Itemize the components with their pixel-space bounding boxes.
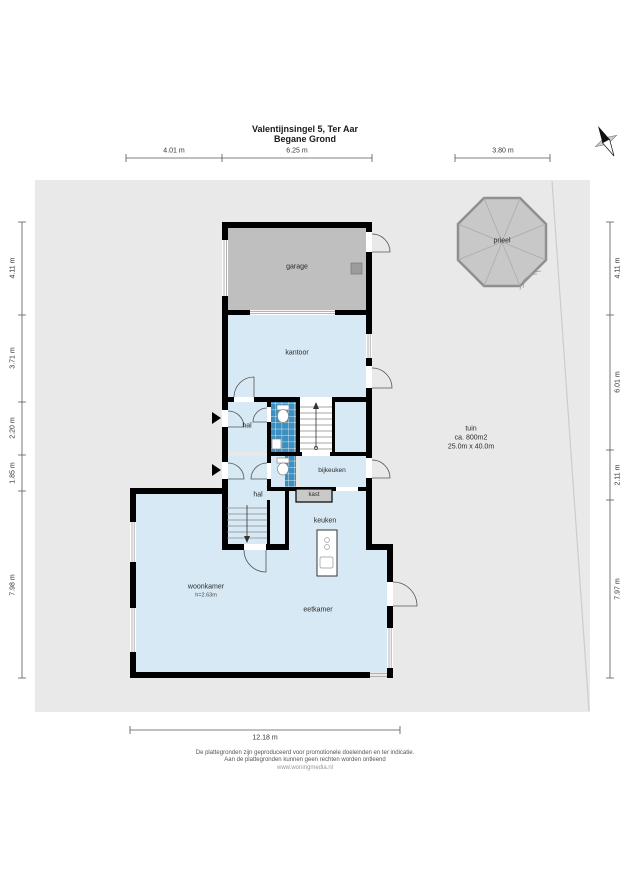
- garden-label-name: tuin: [465, 425, 477, 433]
- room-label-prieel: prieel: [493, 237, 511, 245]
- dimension-label-right-1: 4.11 m: [614, 257, 622, 279]
- room-garage-fill: [227, 228, 366, 310]
- dimension-label-top-1: 4.01 m: [163, 147, 185, 155]
- boiler-icon: [350, 262, 363, 275]
- dimension-label-left-2: 3.71 m: [9, 347, 17, 369]
- room-woonkamer-fill: [136, 494, 287, 672]
- plan-subtitle: Begane Grond: [273, 134, 337, 144]
- room-label-eetkamer: eetkamer: [303, 606, 333, 614]
- disclaimer-line-1: De plattegronden zijn geproduceerd voor …: [195, 750, 415, 756]
- sink-icon: [271, 438, 282, 450]
- room-label-bijkeuken: bijkeuken: [318, 466, 346, 474]
- room-label-kantoor: kantoor: [285, 349, 309, 357]
- garden-label-size: 25.0m x 40.0m: [447, 443, 495, 451]
- room-label-woonkamer: woonkamer: [187, 583, 225, 591]
- dimension-label-left-1: 4.11 m: [9, 257, 17, 279]
- entrance-arrow-icon: [212, 464, 221, 476]
- dimension-label-right-4: 7.97 m: [614, 578, 622, 600]
- room-bijkeuken-fill: [300, 456, 366, 487]
- garden-label-area: ca. 800m2: [454, 434, 488, 442]
- room-label-garage: garage: [286, 263, 308, 271]
- dimension-lines: [18, 154, 614, 734]
- dimension-label-bottom-1: 12.18 m: [252, 734, 278, 742]
- dimension-label-left-5: 7.98 m: [9, 574, 17, 596]
- prieel-gazebo: [456, 196, 548, 291]
- windows: [131, 240, 392, 677]
- website-link: www.woningmedia.nl: [276, 765, 334, 771]
- room-passage-fill: [335, 402, 366, 452]
- wall-openings: [130, 232, 393, 668]
- stairs-lower: [227, 505, 267, 543]
- toilet-icon: [276, 457, 290, 476]
- dimension-label-top-2: 6.25 m: [286, 147, 308, 155]
- dimension-label-left-4: 1.85 m: [9, 462, 17, 484]
- doors: [212, 233, 418, 607]
- compass-icon: [594, 125, 618, 157]
- stairs-upper: [300, 402, 332, 450]
- room-label-hal-upper: hal: [242, 422, 252, 430]
- dimension-label-top-3: 3.80 m: [492, 147, 514, 155]
- closet-kast: [295, 488, 333, 503]
- room-label-woonkamer-height: h=2.63m: [195, 592, 217, 599]
- dimension-label-right-3: 2.11 m: [614, 464, 622, 486]
- fixtures: [271, 262, 363, 577]
- plan-title: Valentijnsingel 5, Ter Aar: [251, 124, 359, 134]
- entrance-arrow-icon: [212, 412, 221, 424]
- kitchen-island: [316, 529, 338, 577]
- dimension-label-right-2: 6.01 m: [614, 371, 622, 393]
- room-label-hal-lower: hal: [253, 491, 263, 499]
- room-kantoor-fill: [227, 315, 366, 397]
- room-label-keuken: keuken: [313, 517, 337, 525]
- disclaimer-line-2: Aan de plattegronden kunnen geen rechten…: [224, 757, 386, 763]
- room-label-kast: kast: [308, 492, 320, 498]
- room-fills: [136, 228, 387, 672]
- dimension-label-left-3: 2.20 m: [9, 417, 17, 439]
- toilet-icon: [276, 404, 290, 423]
